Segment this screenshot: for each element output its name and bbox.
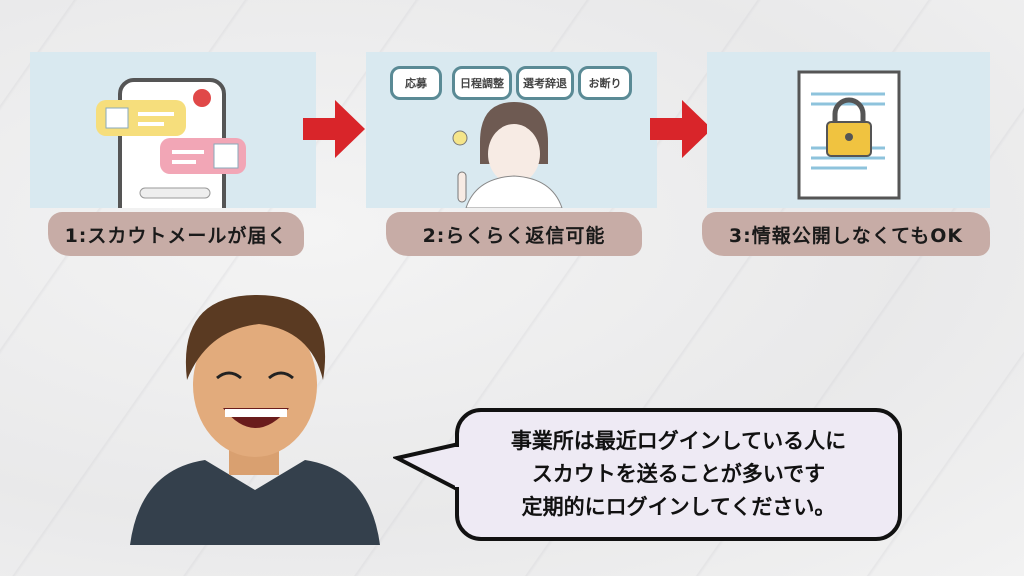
- refuse-button: お断り: [578, 66, 632, 100]
- arrow-right-icon: [303, 100, 365, 158]
- step1-illustration: [30, 52, 316, 208]
- step3-label: 3:情報公開しなくてもOK: [702, 212, 990, 256]
- smartphone-message-icon: [96, 78, 246, 208]
- laughing-man-illustration: [130, 295, 380, 545]
- speech-bubble-tail: [393, 441, 461, 494]
- speech-line: 事業所は最近ログインしている人に: [510, 429, 847, 453]
- apply-button: 応募: [390, 66, 442, 100]
- step1-label: 1:スカウトメールが届く: [48, 212, 304, 256]
- step2-label: 2:らくらく返信可能: [386, 212, 642, 256]
- schedule-button: 日程調整: [452, 66, 512, 100]
- locked-document-icon: [797, 70, 901, 200]
- speech-bubble: 事業所は最近ログインしている人に スカウトを送ることが多いです 定期的にログイン…: [455, 408, 902, 541]
- speech-line: スカウトを送ることが多いです: [531, 462, 826, 486]
- step2-illustration: 応募 日程調整 選考辞退 お断り: [366, 52, 657, 208]
- decline-selection-button: 選考辞退: [516, 66, 574, 100]
- speech-line: 定期的にログインしてください。: [521, 495, 836, 519]
- arrow-right-icon: [650, 100, 712, 158]
- step3-illustration: [707, 52, 990, 208]
- woman-pointing-icon: [452, 102, 563, 208]
